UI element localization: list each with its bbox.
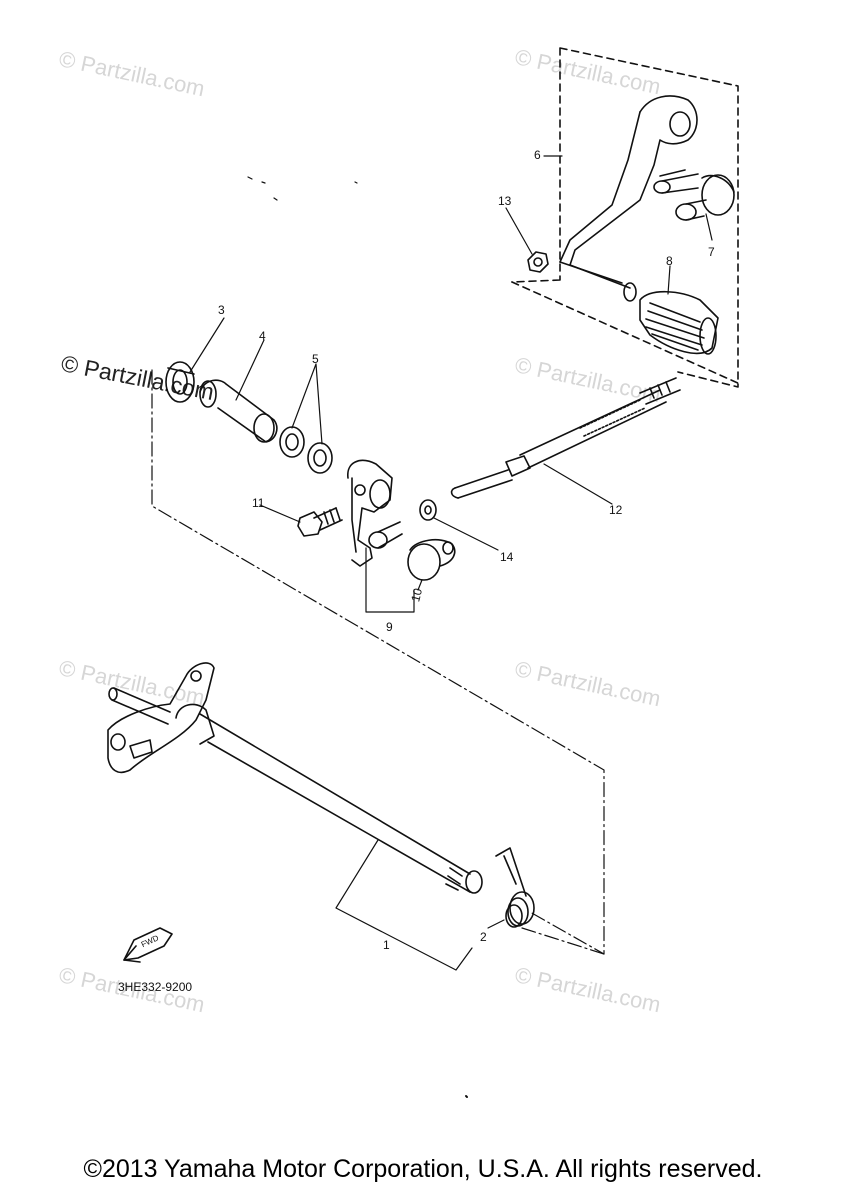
shift-arm xyxy=(347,459,403,567)
callout-2: 2 xyxy=(480,930,487,944)
shift-shaft xyxy=(107,662,483,894)
assembly-line xyxy=(521,927,605,955)
torsion-spring xyxy=(495,847,535,928)
callout-bracket xyxy=(335,839,473,971)
stray-mark xyxy=(465,1095,468,1098)
callout-8: 8 xyxy=(666,254,673,268)
diagram-code: 3HE332-9200 xyxy=(118,980,193,994)
nut xyxy=(527,251,549,273)
leader-lines xyxy=(189,155,713,613)
callout-4: 4 xyxy=(259,329,266,343)
callout-13: 13 xyxy=(498,194,512,208)
stray-mark xyxy=(247,176,358,201)
bearing xyxy=(279,426,333,474)
bolt xyxy=(297,507,343,537)
callout-3: 3 xyxy=(218,303,225,317)
callout-1: 1 xyxy=(383,938,390,952)
oil-seal xyxy=(165,361,195,403)
shift-pedal-arm xyxy=(559,95,698,302)
pedal-assembly-box xyxy=(511,47,739,388)
joint xyxy=(407,538,456,581)
callout-14: 14 xyxy=(500,550,514,564)
joint-rod-end xyxy=(653,173,735,221)
shift-rod xyxy=(450,377,681,499)
fwd-arrow-icon xyxy=(123,927,173,963)
callout-9: 9 xyxy=(386,620,393,634)
callout-7: 7 xyxy=(708,245,715,259)
washer xyxy=(419,499,437,521)
callout-12: 12 xyxy=(609,503,623,517)
pedal-rubber xyxy=(639,290,719,355)
callout-11: 11 xyxy=(252,496,265,510)
callout-5: 5 xyxy=(312,352,319,366)
pedal-assembly-box-edge xyxy=(511,281,741,385)
assembly-line xyxy=(151,369,605,955)
copyright-notice: ©2013 Yamaha Motor Corporation, U.S.A. A… xyxy=(83,1155,763,1183)
leader-line xyxy=(487,919,505,929)
callout-6: 6 xyxy=(534,148,541,162)
collar xyxy=(199,379,278,443)
